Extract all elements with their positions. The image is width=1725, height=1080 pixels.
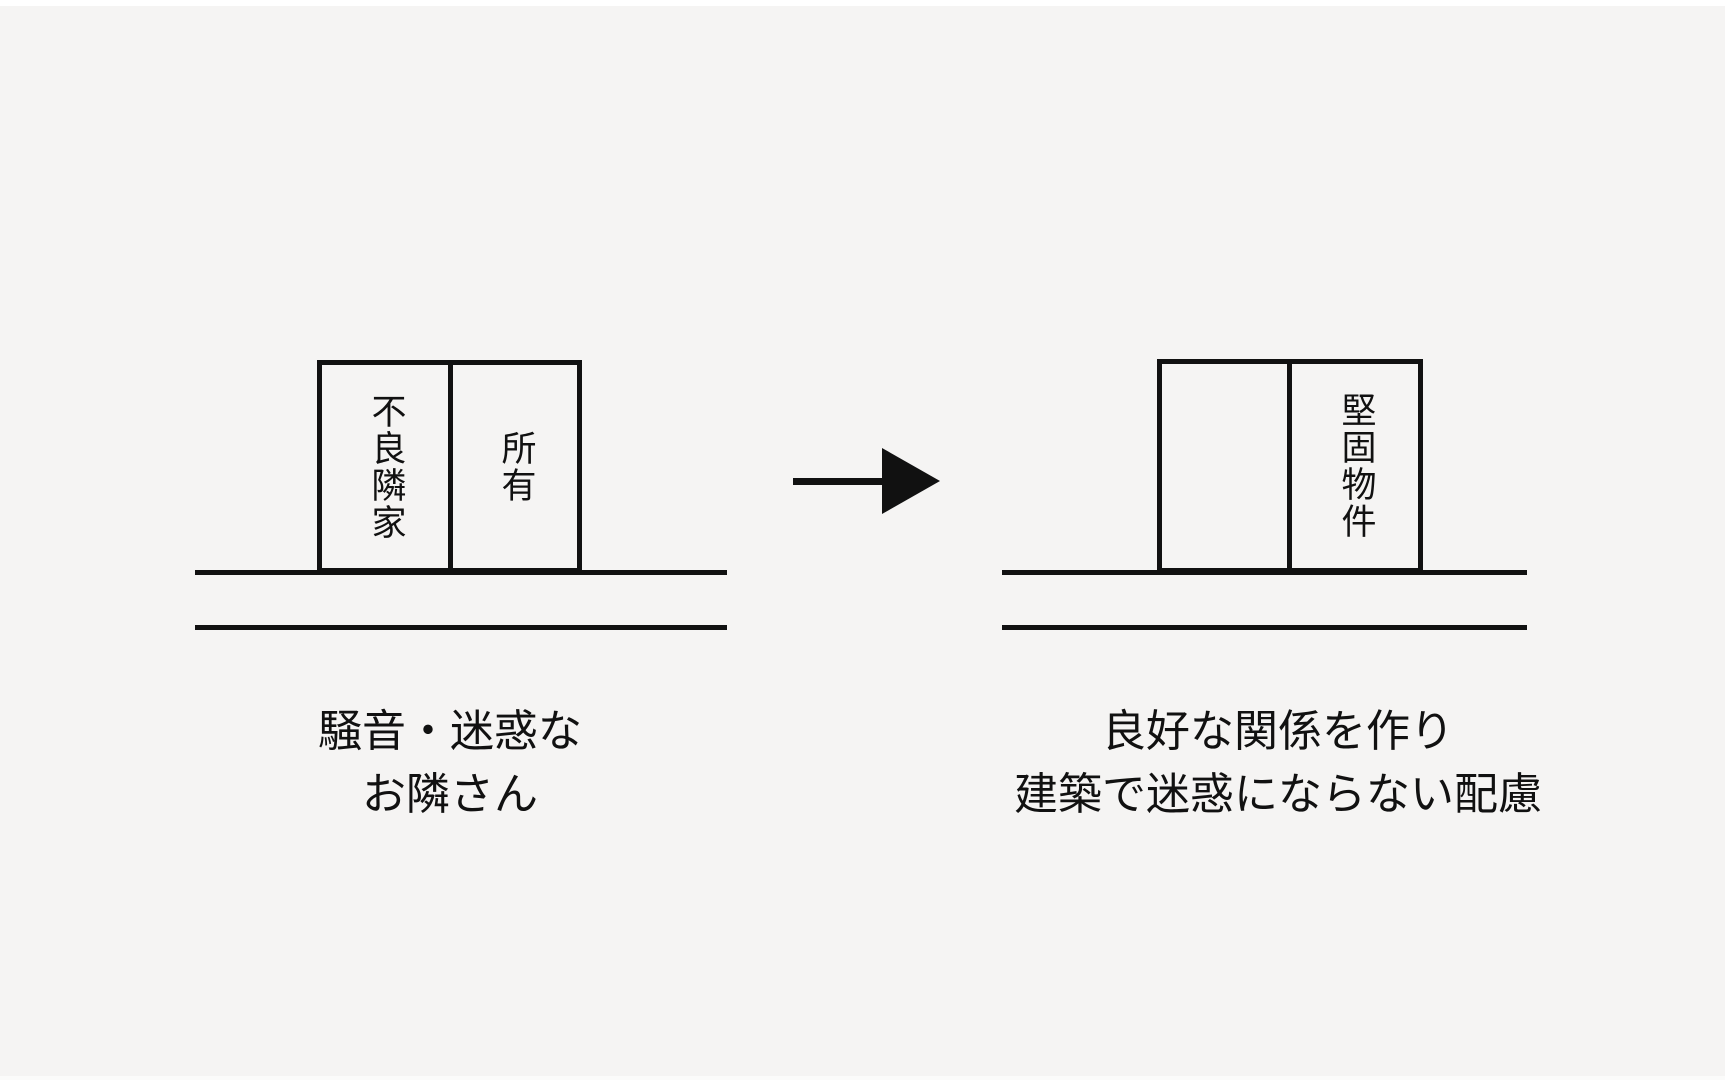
caption-before-line1: 騒音・迷惑な [318,706,582,757]
caption-after-line1: 良好な関係を作り [1102,706,1454,757]
ground-line-upper-before [195,570,727,575]
ground-line-lower-after [1002,625,1527,630]
arrow-head-icon [882,448,940,514]
building-after-divider [1287,359,1292,573]
unit-solid-property: 堅固物件 [1292,364,1418,568]
top-edge-strip [0,0,1725,6]
building-before-divider [448,360,453,573]
arrow-shaft [793,478,886,485]
ground-line-upper-after [1002,570,1527,575]
unit-owned: 所有 [453,365,577,568]
caption-before: 騒音・迷惑な お隣さん [150,700,750,826]
unit-bad-neighbor-label: 不良隣家 [365,392,406,541]
unit-owned-label: 所有 [495,429,536,504]
bottom-edge-strip [0,1076,1725,1080]
caption-before-line2: お隣さん [362,769,538,820]
caption-after: 良好な関係を作り 建築で迷惑にならない配慮 [928,700,1628,826]
unit-vacant [1162,364,1282,568]
ground-line-lower-before [195,625,727,630]
caption-after-line2: 建築で迷惑にならない配慮 [1014,769,1542,820]
unit-bad-neighbor: 不良隣家 [322,365,448,568]
unit-solid-property-label: 堅固物件 [1335,392,1376,540]
